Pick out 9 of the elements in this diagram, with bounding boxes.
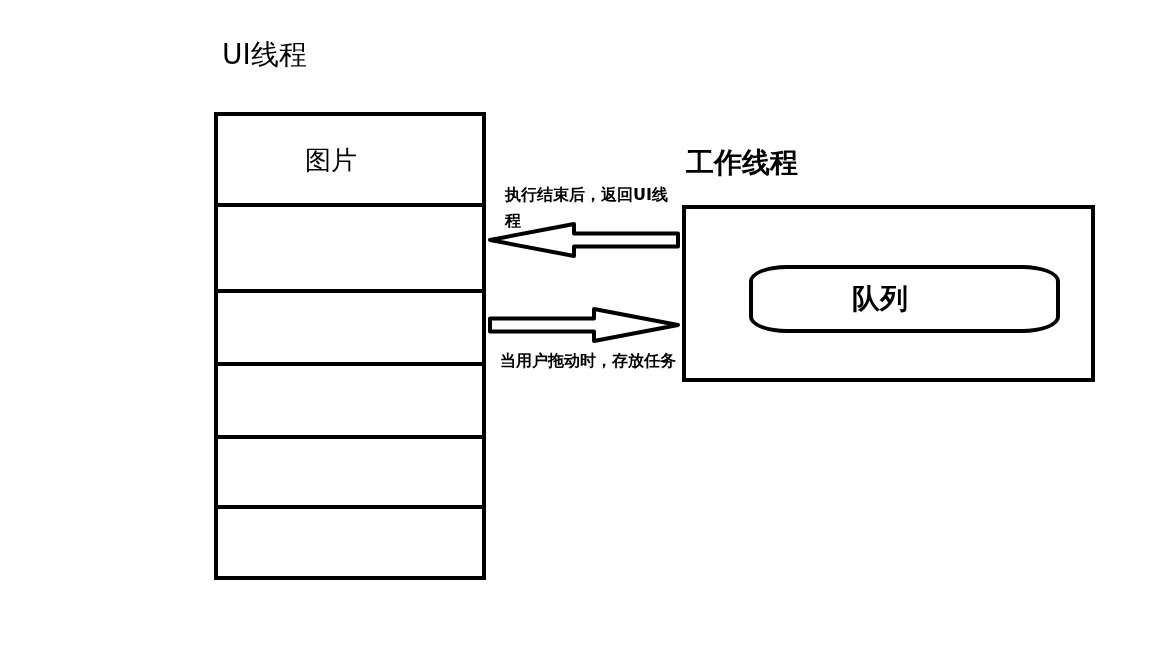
thread-title: 工作线程 bbox=[686, 146, 798, 180]
block-arrow bbox=[488, 222, 680, 258]
row-label: 图片 bbox=[305, 143, 357, 176]
edge-label: 当用户拖动时，存放任务 bbox=[500, 350, 677, 372]
queue-label: 队列 bbox=[851, 282, 908, 316]
queue-capsule bbox=[749, 265, 1060, 333]
thread-title: UI线程 bbox=[222, 38, 307, 72]
block-arrow bbox=[488, 307, 680, 343]
edge-label: 执行结束后，返回UI线程 bbox=[505, 184, 669, 232]
